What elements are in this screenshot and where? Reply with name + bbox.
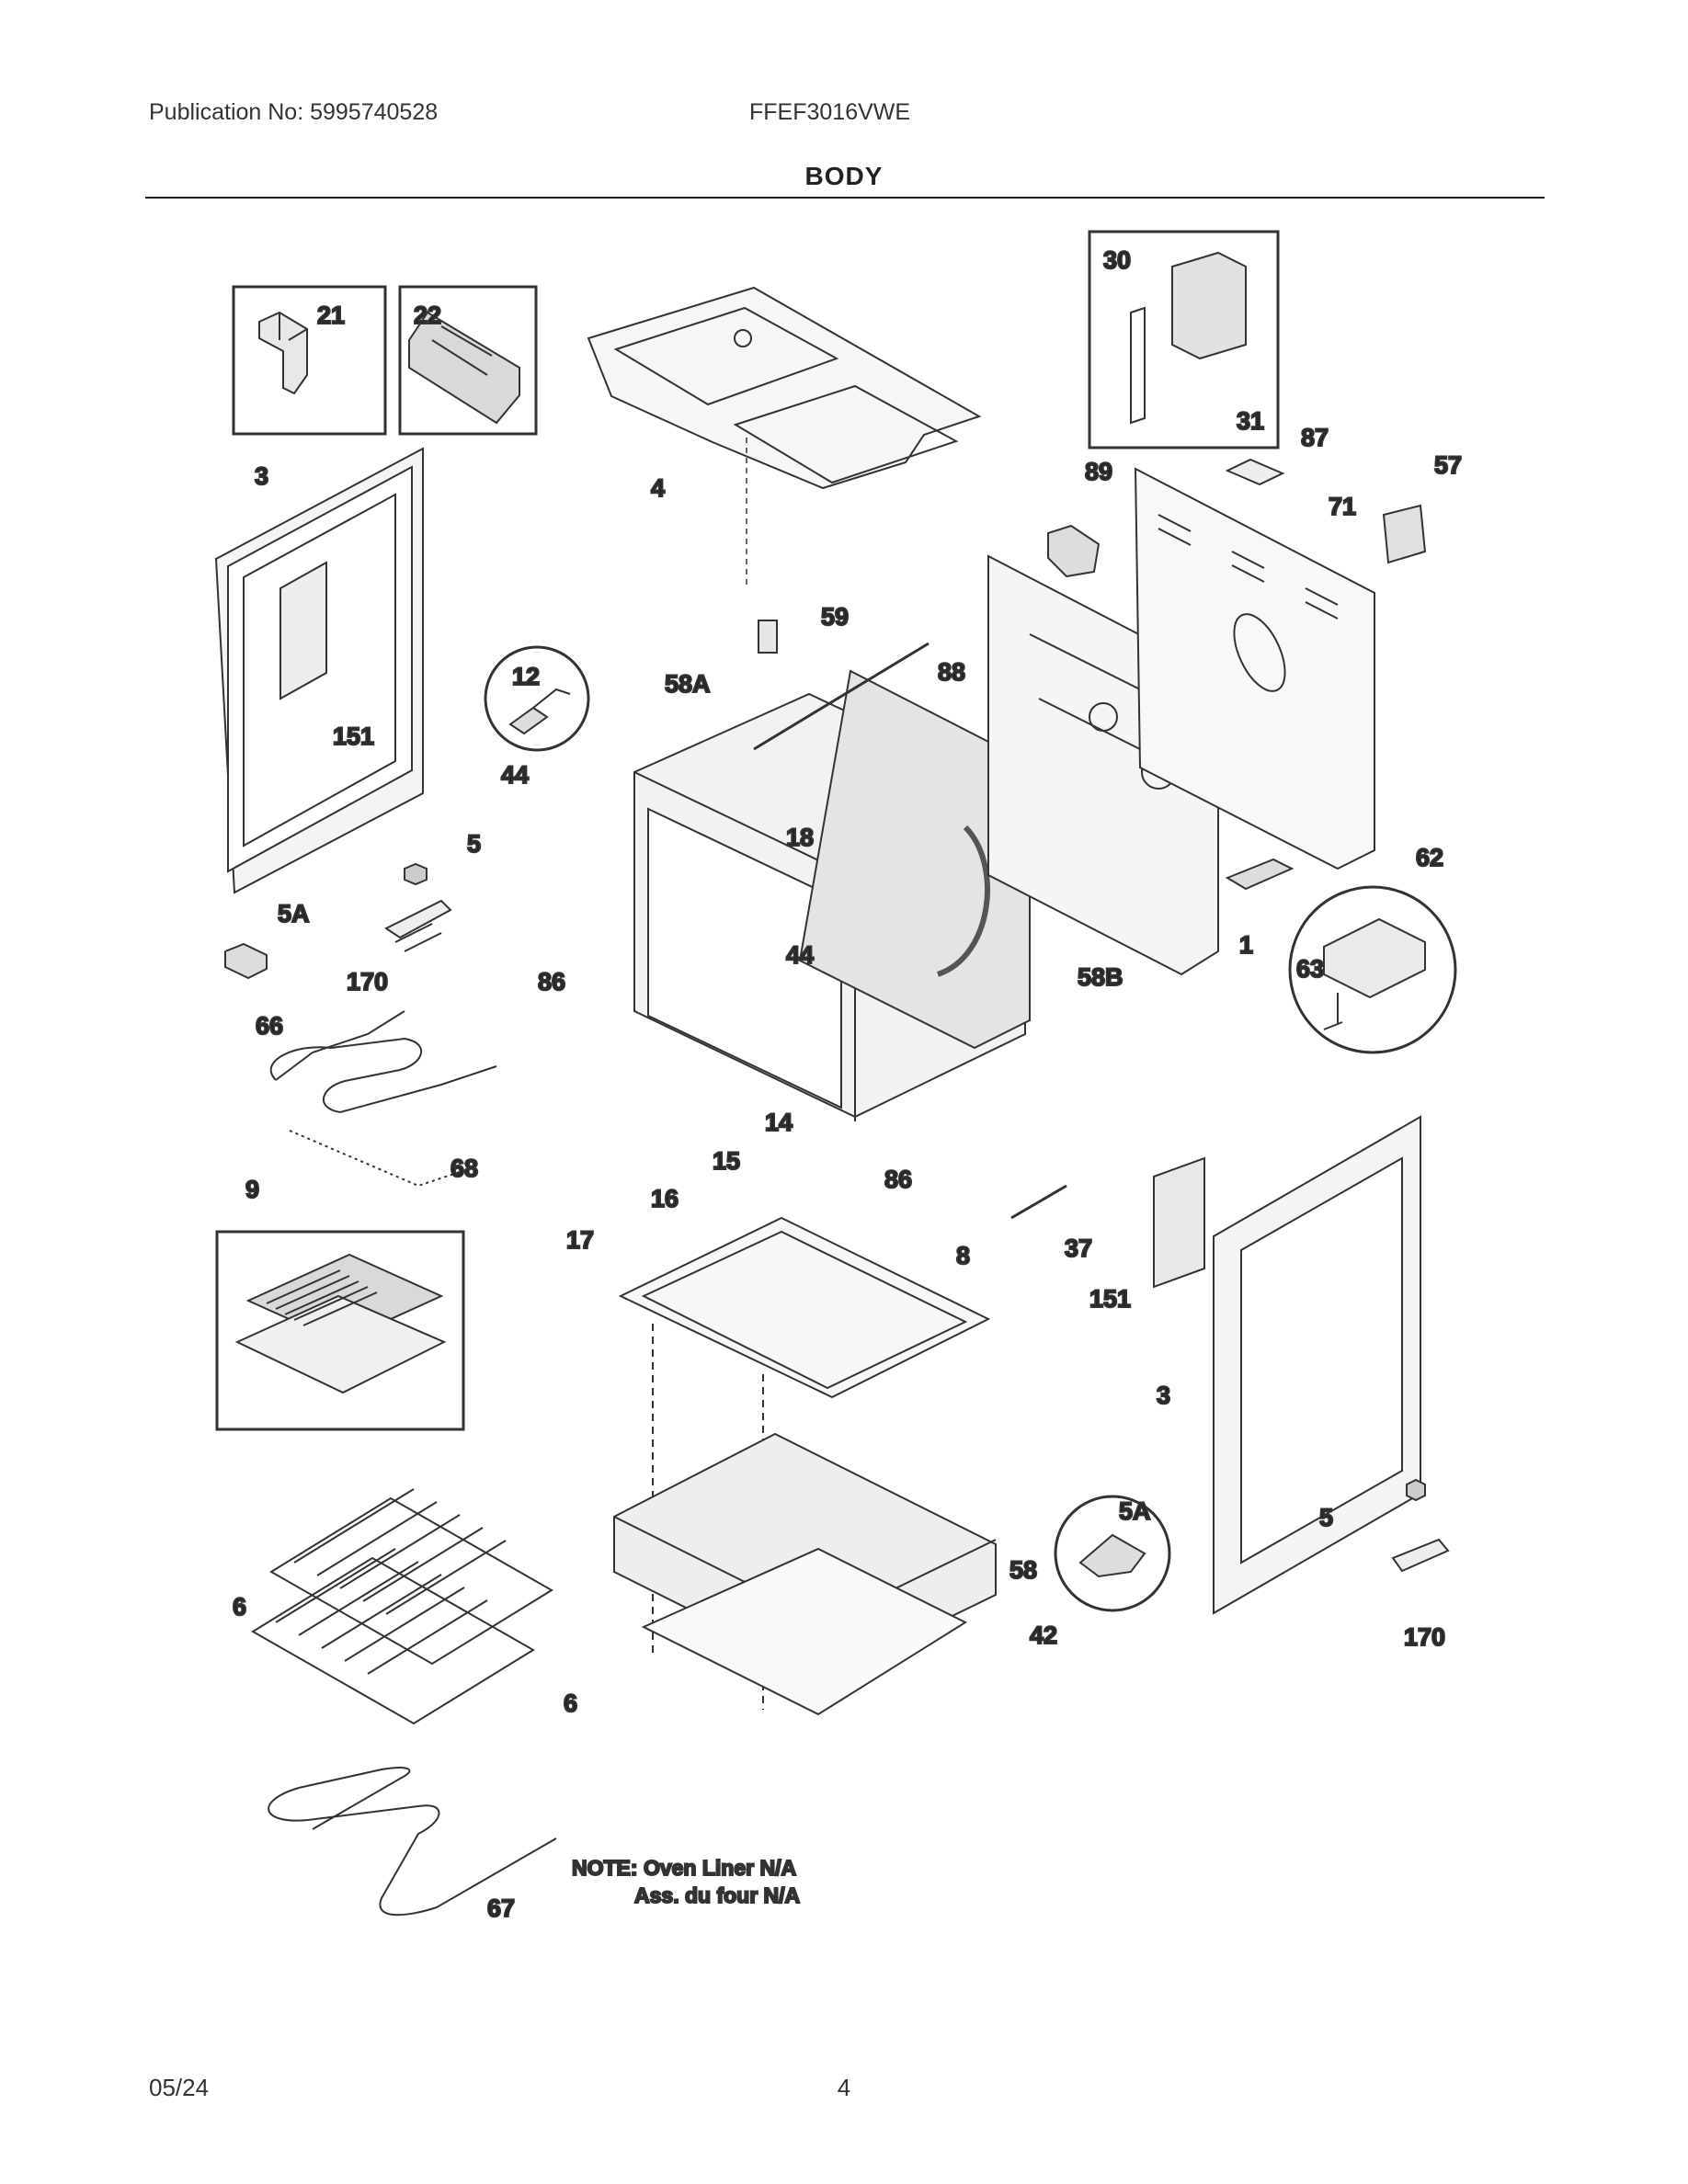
callout-8: 8: [956, 1242, 970, 1269]
callout-44-left: 44: [501, 761, 529, 789]
section-title: BODY: [804, 162, 884, 190]
part-8-oven-bottom: [618, 1216, 991, 1399]
note-line-1: NOTE: Oven Liner N/A: [572, 1856, 796, 1880]
part-5A-inset-right: [1054, 1495, 1171, 1612]
part-42-bottom-panel: [641, 1547, 968, 1716]
callout-42: 42: [1030, 1621, 1057, 1649]
callout-58A: 58A: [665, 670, 711, 698]
publication-number: Publication No: 5995740528: [149, 99, 439, 125]
part-67-broil-element: [268, 1767, 557, 1917]
part-66-element: [269, 1010, 497, 1114]
part-62-63-inset: [1288, 885, 1457, 1054]
part-30-31-inset: [1088, 230, 1280, 449]
callout-3-right: 3: [1157, 1382, 1170, 1409]
callout-71: 71: [1329, 493, 1356, 520]
callout-31: 31: [1237, 407, 1264, 435]
callout-58: 58: [1009, 1556, 1037, 1584]
callout-30: 30: [1103, 246, 1131, 274]
part-88-wire: [753, 642, 930, 751]
callout-17: 17: [566, 1226, 594, 1254]
part-71-rear-cover: [1134, 467, 1375, 870]
callout-18: 18: [786, 824, 814, 851]
callout-89: 89: [1085, 458, 1112, 485]
callout-5A-left: 5A: [278, 900, 310, 927]
part-62-terminal-block: [1225, 858, 1295, 891]
part-5-leg-left: [404, 862, 428, 886]
part-12-inset: [484, 645, 590, 752]
part-170-bracket-left: [384, 899, 452, 952]
part-89-bracket: [1047, 524, 1101, 578]
callout-14: 14: [765, 1109, 793, 1136]
part-6-oven-racks: [251, 1488, 553, 1725]
callout-170-right: 170: [1404, 1623, 1445, 1651]
part-87-bracket: [1225, 458, 1285, 486]
callout-151-left: 151: [333, 722, 374, 750]
header-rule: [145, 197, 1545, 199]
callout-12: 12: [512, 663, 540, 690]
part-9-broiler-pan-inset: [215, 1230, 465, 1431]
callout-1: 1: [1239, 931, 1253, 959]
callout-86-left: 86: [538, 968, 565, 995]
part-151-right-bracket: [1153, 1156, 1205, 1289]
model-number: FFEF3016VWE: [749, 99, 911, 125]
part-5A-bracket-left: [224, 942, 268, 980]
page-number: 4: [837, 2074, 851, 2101]
part-57-cover: [1382, 504, 1427, 564]
callout-63: 63: [1296, 955, 1324, 983]
part-170-bracket-right: [1391, 1538, 1450, 1573]
callout-62: 62: [1416, 844, 1443, 871]
callout-4: 4: [651, 474, 665, 502]
part-3-left-side-panel: [214, 447, 424, 894]
callout-88: 88: [938, 658, 965, 686]
callout-86-right: 86: [884, 1166, 912, 1193]
callout-3-left: 3: [255, 462, 268, 490]
callout-58B: 58B: [1078, 963, 1123, 991]
callout-21: 21: [317, 301, 345, 329]
callout-15: 15: [713, 1147, 740, 1175]
callout-57: 57: [1434, 451, 1462, 479]
callout-151-right: 151: [1089, 1285, 1131, 1313]
part-4-top-panel: [587, 286, 982, 490]
part-68-wire: [289, 1130, 474, 1188]
callout-9: 9: [245, 1176, 259, 1203]
callout-5A-right: 5A: [1119, 1497, 1151, 1525]
note-line-2: Ass. du four N/A: [634, 1883, 800, 1907]
publication-date: 05/24: [149, 2074, 210, 2101]
part-22-inset: [398, 285, 538, 436]
callout-16: 16: [651, 1185, 679, 1212]
callout-6-bottom: 6: [564, 1689, 577, 1717]
callout-5-left: 5: [467, 830, 481, 858]
callout-6-top: 6: [233, 1593, 246, 1621]
part-3-right-side-panel: [1213, 1115, 1421, 1615]
callout-87: 87: [1301, 424, 1329, 451]
callout-22: 22: [414, 301, 441, 329]
callout-66: 66: [256, 1012, 283, 1040]
callout-44-mid: 44: [786, 941, 814, 969]
callout-67: 67: [487, 1894, 515, 1922]
callout-37: 37: [1065, 1234, 1092, 1262]
callout-59: 59: [821, 603, 849, 631]
part-37-sensor: [1010, 1184, 1067, 1220]
part-21-inset: [232, 285, 387, 436]
part-5-leg-right: [1406, 1478, 1426, 1502]
callout-170-left: 170: [347, 968, 388, 995]
callout-68: 68: [451, 1155, 478, 1182]
part-59-vent: [758, 620, 778, 654]
callout-5-right: 5: [1319, 1504, 1333, 1531]
